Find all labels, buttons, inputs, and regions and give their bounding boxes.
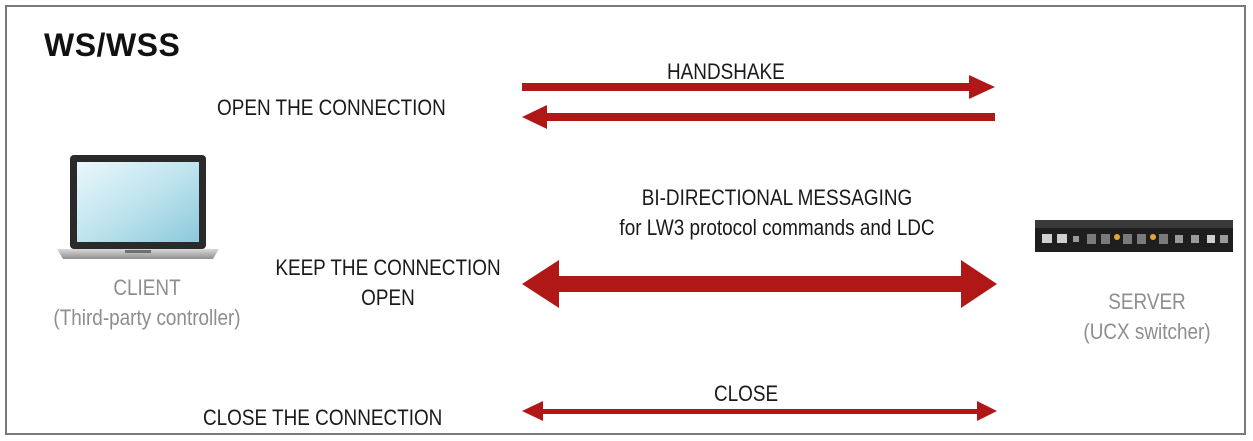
keep-connection-line1: KEEP THE CONNECTION [275, 255, 501, 280]
diagram-graphics [57, 75, 1233, 421]
client-label: CLIENT (Third-party controller) [27, 273, 268, 333]
close-label: CLOSE [714, 381, 779, 406]
rack-switcher-icon [1035, 220, 1233, 252]
server-label: SERVER (UCX switcher) [1061, 287, 1233, 347]
client-subtitle: (Third-party controller) [53, 305, 241, 330]
close-arrow [522, 401, 997, 421]
bidirectional-messaging-subtitle: for LW3 protocol commands and LDC [619, 215, 935, 240]
bidirectional-arrow [522, 260, 997, 308]
handshake-arrows [522, 75, 995, 129]
server-subtitle: (UCX switcher) [1083, 319, 1211, 344]
handshake-arrow-left [522, 105, 995, 129]
laptop-icon [57, 155, 219, 259]
server-title: SERVER [1108, 289, 1186, 314]
handshake-label: HANDSHAKE [667, 59, 785, 84]
client-title: CLIENT [113, 275, 181, 300]
bidirectional-messaging-title: BI-DIRECTIONAL MESSAGING [641, 185, 913, 210]
handshake-arrow-right [522, 75, 995, 99]
keep-connection-line2: OPEN [361, 285, 415, 310]
bidirectional-messaging-label: BI-DIRECTIONAL MESSAGING for LW3 protoco… [562, 183, 992, 243]
keep-connection-label: KEEP THE CONNECTION OPEN [263, 253, 512, 313]
close-connection-label: CLOSE THE CONNECTION [203, 405, 443, 430]
diagram-title: WS/WSS [44, 27, 181, 63]
open-connection-label: OPEN THE CONNECTION [217, 95, 446, 120]
diagram-frame: WS/WSS [5, 5, 1246, 435]
